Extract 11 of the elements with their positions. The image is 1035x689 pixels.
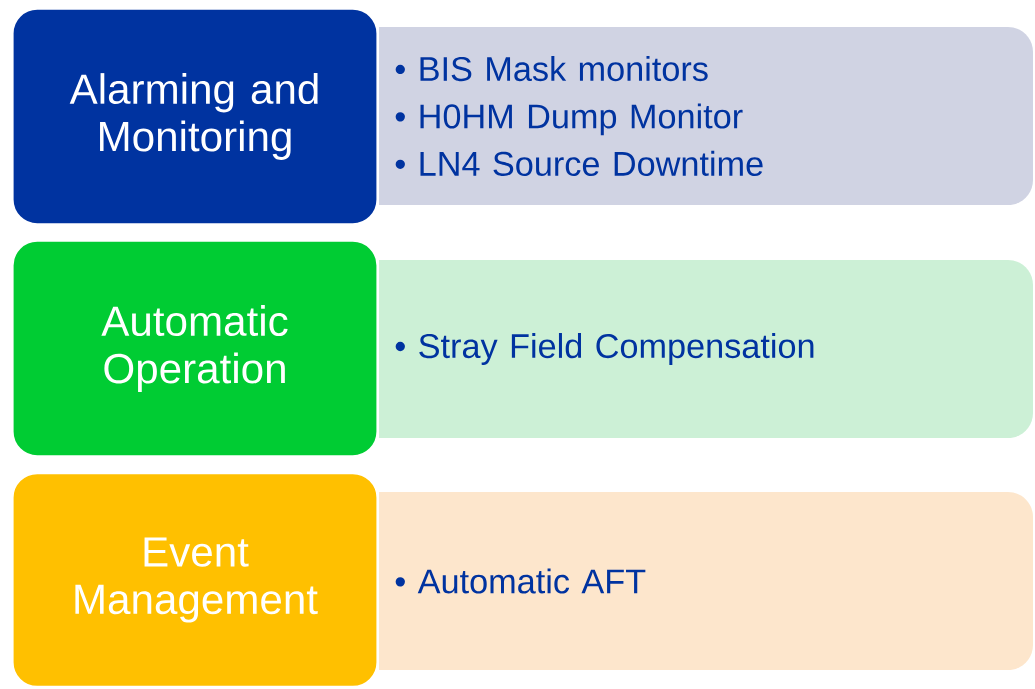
category-box: Event Management bbox=[10, 471, 380, 689]
item-panel bbox=[379, 260, 1033, 438]
bullet-item: • Stray Field Compensation bbox=[395, 333, 814, 365]
bullet-item: • Automatic AFT bbox=[395, 568, 646, 594]
category-box: Alarming and Monitoring bbox=[10, 7, 380, 226]
bullet-item: • BIS Mask monitors bbox=[395, 56, 708, 82]
item-panel bbox=[379, 492, 1033, 670]
category-box: Automatic Operation bbox=[10, 239, 380, 458]
item-panel bbox=[379, 27, 1033, 205]
bullet-item: • H0HM Dump Monitor bbox=[395, 103, 743, 136]
bullet-item: • LN4 Source Downtime bbox=[395, 150, 763, 176]
